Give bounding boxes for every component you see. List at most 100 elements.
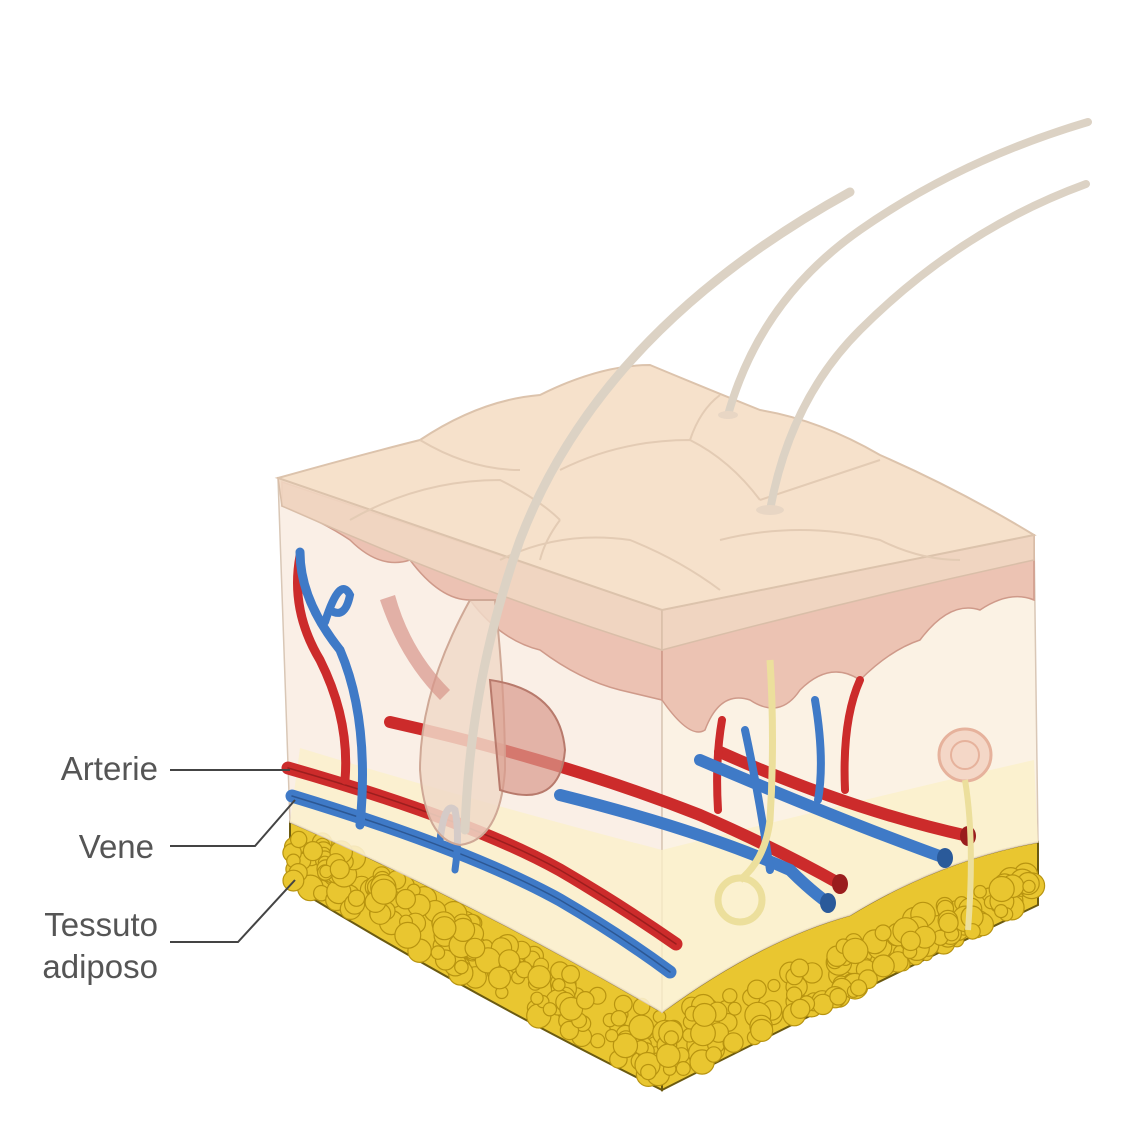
hairs xyxy=(460,118,1092,835)
fat-cell xyxy=(610,1009,628,1027)
plate-line-5 xyxy=(499,536,721,591)
epidermis-top xyxy=(274,363,1037,612)
vein-back-1 xyxy=(554,789,834,909)
fat-cell xyxy=(750,1018,774,1043)
fat-cell xyxy=(590,1033,606,1049)
sebaceous-gland xyxy=(488,678,567,796)
fat-cell xyxy=(871,954,895,978)
fat-cell xyxy=(612,1032,639,1059)
plate-line-3 xyxy=(559,438,761,501)
fat-cell xyxy=(675,1060,691,1076)
vein-back-2 xyxy=(694,754,951,864)
vein-up-2 xyxy=(811,696,825,804)
fat-cell xyxy=(395,888,416,910)
hair-3 xyxy=(766,180,1090,514)
artery-end-2 xyxy=(832,874,848,894)
leader-vene xyxy=(170,799,296,847)
artery-branch-1 xyxy=(293,551,351,785)
fat-cell xyxy=(663,1030,679,1046)
fat-cell xyxy=(464,937,486,959)
fat-cell xyxy=(488,966,512,990)
fat-cell xyxy=(829,987,848,1006)
arrector-muscle xyxy=(380,595,450,700)
fat-cell xyxy=(747,979,767,1000)
papillary-right xyxy=(661,534,1035,733)
sweat-gland-coil xyxy=(714,874,766,926)
fat-cell xyxy=(988,875,1015,903)
plate-line-1 xyxy=(349,478,561,521)
fat-cell xyxy=(290,830,308,849)
vein-up-1 xyxy=(741,726,774,874)
fat-cell xyxy=(993,903,1009,919)
fat-cell xyxy=(723,1032,744,1053)
fat-cell xyxy=(432,916,457,941)
leader-lines xyxy=(170,769,296,943)
plate-line-7 xyxy=(719,529,961,561)
vein-main-edge xyxy=(291,795,671,973)
hair-1 xyxy=(460,187,855,835)
label-vene: Vene xyxy=(78,828,154,865)
vessel-ends xyxy=(820,826,976,913)
plate-line-8 xyxy=(539,519,561,561)
fat-cell xyxy=(605,1028,619,1043)
epidermis-left-face xyxy=(277,476,663,652)
fat-cell xyxy=(842,937,869,965)
fat-cell xyxy=(849,979,868,997)
adipose-layer xyxy=(282,820,1046,1092)
fat-cell xyxy=(973,884,987,899)
fat-cell xyxy=(329,859,350,880)
epidermis-right-face xyxy=(661,534,1035,651)
plate-line-2 xyxy=(419,439,521,471)
fat-cell xyxy=(1022,879,1036,894)
fat-cell xyxy=(628,1014,655,1041)
vein-end-1 xyxy=(937,848,953,868)
epidermis xyxy=(274,363,1037,652)
fat-cell xyxy=(790,998,811,1020)
sweat-duct xyxy=(737,659,776,883)
label-tessuto-line1: Tessuto xyxy=(44,906,158,943)
fat-cell xyxy=(655,1043,681,1068)
vein-branch-1 xyxy=(295,547,367,830)
vein-loop xyxy=(321,585,355,626)
fat-cell xyxy=(705,1046,722,1063)
leader-tessuto xyxy=(170,879,296,943)
artery-main-edge xyxy=(287,767,677,945)
fat-cell xyxy=(767,978,781,993)
hair-follicle-structures xyxy=(380,595,993,931)
fat-cell xyxy=(790,958,810,978)
fat-cell xyxy=(575,990,595,1010)
fat-cell xyxy=(938,912,959,934)
fat-cell xyxy=(551,977,566,992)
hair-pore-1 xyxy=(718,411,738,419)
nerve-fiber xyxy=(962,779,974,931)
fat-cell xyxy=(727,1001,742,1016)
fat-cell xyxy=(874,924,892,942)
fat-cell xyxy=(692,1002,717,1027)
fat-cell xyxy=(530,991,544,1006)
fat-cell xyxy=(454,959,469,975)
fat-cell xyxy=(722,988,738,1004)
blood-vessels xyxy=(281,547,974,979)
fat-cell xyxy=(542,1002,558,1017)
label-tessuto-adiposo: Tessuto adiposo xyxy=(42,904,158,988)
plate-line-4 xyxy=(689,394,721,441)
pacinian-corpuscle xyxy=(937,727,993,783)
pacinian-corpuscle-inner xyxy=(950,740,980,770)
hair-2 xyxy=(724,118,1092,419)
fat-cell xyxy=(430,945,446,960)
fat-cell xyxy=(370,878,397,905)
label-tessuto-line2: adiposo xyxy=(42,948,158,985)
fat-cell xyxy=(561,964,580,984)
skin-plates xyxy=(349,394,961,591)
fat-cell xyxy=(527,965,552,989)
label-arterie: Arterie xyxy=(60,750,158,787)
fat-cell xyxy=(900,930,921,952)
fat-cell xyxy=(640,1063,657,1081)
artery-up-2 xyxy=(840,676,864,794)
fat-cells xyxy=(282,830,1046,1088)
vein-end-2 xyxy=(820,893,836,913)
hair-pore-2 xyxy=(756,505,784,515)
fat-cell xyxy=(394,921,422,949)
